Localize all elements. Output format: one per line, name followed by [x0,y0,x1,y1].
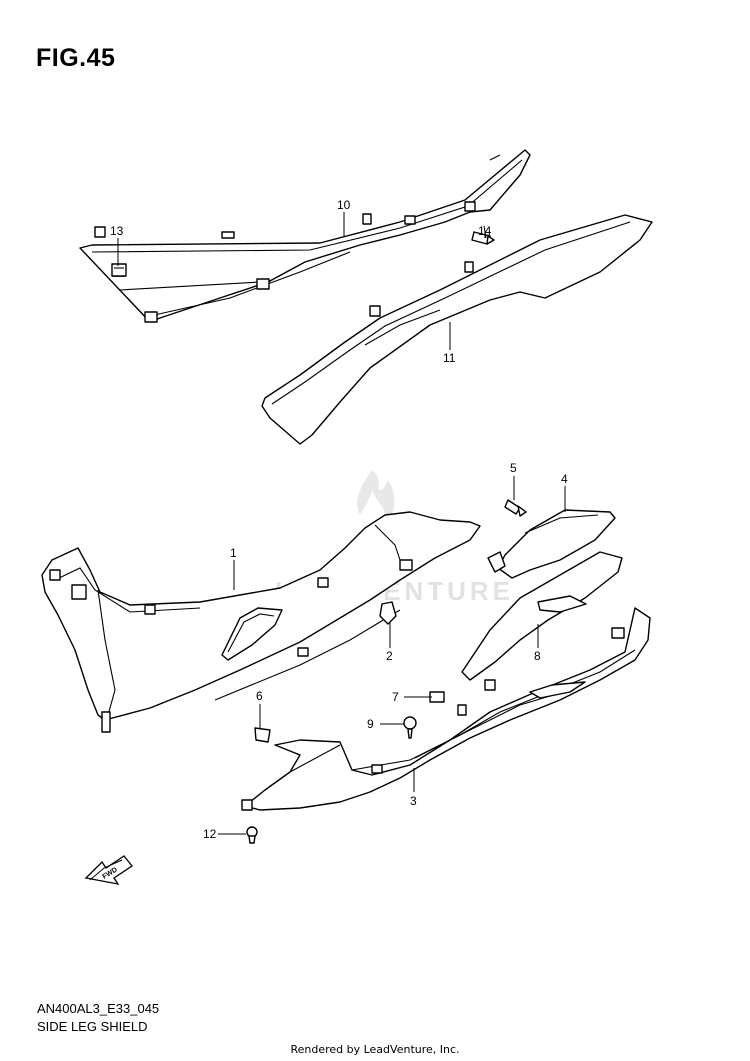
callout-11: 11 [443,351,456,365]
callout-13: 13 [110,224,124,238]
part-12-rivet[interactable] [246,826,258,844]
callout-5: 5 [510,461,517,475]
forward-arrow-icon: FWD [84,855,133,885]
render-credit: Rendered by LeadVenture, Inc. [290,1043,460,1056]
part-8-panel[interactable] [461,551,623,681]
part-2-bracket[interactable] [379,601,397,625]
callout-3: 3 [410,794,417,808]
callout-1: 1 [230,546,237,560]
callout-8: 8 [534,649,541,663]
part-1-leg-shield[interactable] [41,511,481,733]
callout-9: 9 [367,717,374,731]
callouts: 10 13 14 11 5 4 1 2 8 7 9 6 3 12 [110,198,568,841]
part-9-rivet[interactable] [403,716,417,739]
callout-14: 14 [478,224,492,238]
callout-6: 6 [256,689,263,703]
callout-4: 4 [561,472,568,486]
part-7-clip[interactable] [429,691,445,703]
part-4-cover[interactable] [487,509,616,579]
part-3-floor-panel[interactable] [241,607,651,811]
leader-lines [117,212,566,835]
diagram-name: SIDE LEG SHIELD [37,1019,148,1034]
part-5-bolt[interactable] [504,499,527,517]
diagram-code: AN400AL3_E33_045 [37,1001,160,1016]
callout-7: 7 [392,690,399,704]
part-13-clip[interactable] [111,263,127,277]
part-6-clip[interactable] [254,727,271,743]
figure-title: FIG.45 [36,44,116,72]
callout-10: 10 [337,198,351,212]
part-11-side-panel[interactable] [261,214,653,445]
callout-12: 12 [203,827,217,841]
callout-2: 2 [386,649,393,663]
